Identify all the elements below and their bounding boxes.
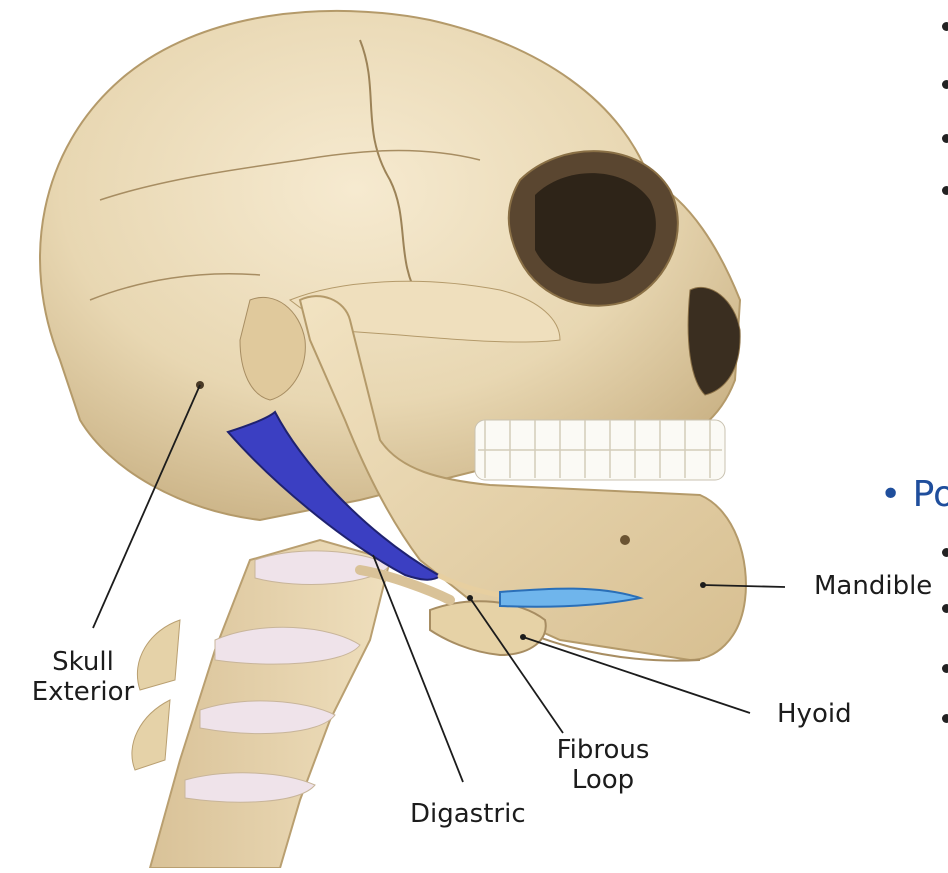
teeth bbox=[474, 419, 726, 481]
bullet-dot bbox=[942, 134, 948, 143]
cranium bbox=[39, 9, 742, 522]
label-skull-exterior-line1: Skull bbox=[52, 647, 114, 677]
cervical-spine bbox=[131, 538, 392, 869]
bullet-dot bbox=[942, 186, 948, 195]
digastric-leader bbox=[372, 554, 464, 783]
skull-exterior-leader bbox=[92, 384, 201, 629]
label-fibrous-loop-line2: Loop bbox=[571, 764, 635, 795]
bullet-dot bbox=[942, 664, 948, 673]
label-hyoid: Hyoid bbox=[777, 699, 852, 729]
bullet-dot bbox=[942, 80, 948, 89]
label-skull-exterior-line2: Exterior bbox=[31, 676, 135, 707]
label-skull-exterior: Skull Exterior bbox=[28, 647, 138, 708]
bullet-dot bbox=[942, 548, 948, 557]
bullet-dot bbox=[942, 604, 948, 613]
side-heading: • Po bbox=[880, 474, 948, 515]
fibrous-loop-leader bbox=[469, 597, 564, 734]
hyoid-bone bbox=[355, 565, 547, 657]
hyoid-leader bbox=[522, 636, 751, 714]
label-fibrous-loop: Fibrous Loop bbox=[548, 735, 658, 796]
mandible-leader bbox=[702, 584, 786, 588]
label-fibrous-loop-line1: Fibrous bbox=[556, 735, 650, 765]
label-mandible: Mandible bbox=[814, 571, 933, 601]
bullet-dot bbox=[942, 22, 948, 31]
digastric-muscle bbox=[226, 410, 644, 608]
label-digastric: Digastric bbox=[410, 799, 526, 829]
bullet-dot bbox=[942, 714, 948, 723]
leader-dots bbox=[467, 582, 706, 640]
leader-lines bbox=[92, 384, 786, 783]
